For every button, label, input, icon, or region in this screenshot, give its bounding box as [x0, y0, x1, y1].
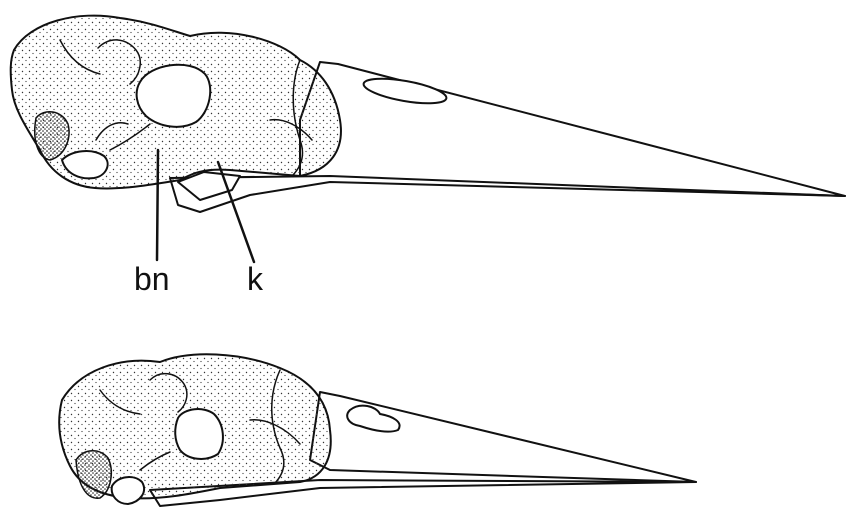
- lower-skull-fossa: [76, 451, 111, 498]
- lower-skull-orbit: [175, 409, 223, 459]
- upper-skull-drawing: [11, 16, 845, 212]
- label-bn-leader: [157, 150, 158, 260]
- lower-skull-quadrate: [112, 477, 144, 504]
- label-k: k: [247, 261, 264, 297]
- upper-skull-orbit: [137, 65, 211, 127]
- lower-skull-drawing: [59, 354, 696, 506]
- label-bn: bn: [134, 261, 170, 297]
